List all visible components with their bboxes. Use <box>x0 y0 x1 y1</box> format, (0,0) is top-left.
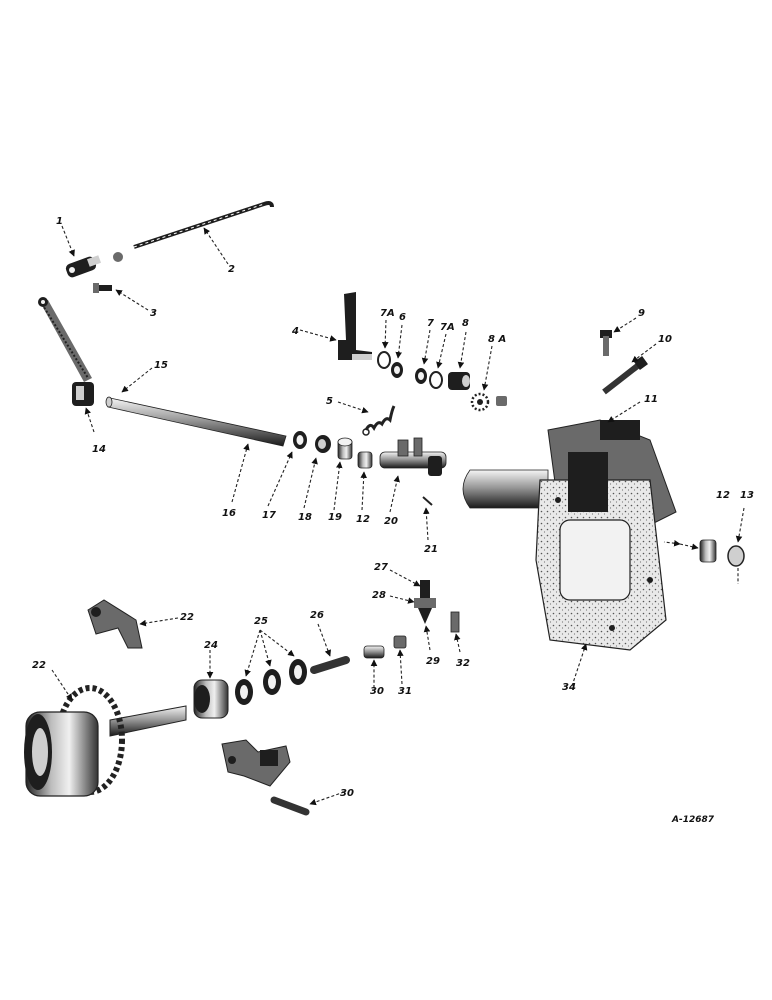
leader-lines <box>51 225 745 806</box>
callout-13: 13 <box>740 490 754 501</box>
part-22-gear-drum <box>24 685 187 797</box>
part-24-bushing <box>193 679 229 719</box>
callout-15: 15 <box>154 360 168 371</box>
part-26-washers <box>235 659 307 705</box>
callout-7a-left: 7A <box>380 308 395 319</box>
part-13-cap <box>727 545 745 567</box>
callout-21: 21 <box>424 544 438 555</box>
callout-1: 1 <box>56 216 63 227</box>
part-2-rod <box>133 201 274 249</box>
part-19-bushing <box>337 437 353 460</box>
callout-29: 29 <box>426 656 440 667</box>
reference-code: A-12687 <box>671 815 715 825</box>
part-11-housing <box>462 419 677 651</box>
callout-14: 14 <box>92 444 106 455</box>
part-27-28-29-fitting <box>414 580 436 624</box>
part-25-cam-dog <box>87 599 143 649</box>
part-18-ring <box>315 435 331 453</box>
part-7a-washer-2 <box>429 371 443 389</box>
callout-10: 10 <box>658 334 672 345</box>
part-5-spring <box>362 405 396 436</box>
callout-25: 25 <box>254 616 268 627</box>
callout-27: 27 <box>374 562 388 573</box>
callout-8a: 8 A <box>488 334 506 345</box>
callout-22-lower: 22 <box>32 660 46 671</box>
part-9-bolt <box>600 330 612 356</box>
callout-24: 24 <box>204 640 218 651</box>
callout-12-right: 12 <box>716 490 730 501</box>
part-10-bolt <box>602 356 648 395</box>
callout-16: 16 <box>222 508 236 519</box>
part-7-washer <box>415 368 427 384</box>
part-21-pin <box>422 496 433 506</box>
callout-labels: 1 2 3 4 7A 6 7 7A 8 8 A 9 10 11 5 15 14 … <box>32 216 754 825</box>
callout-28: 28 <box>372 590 386 601</box>
part-16-shaft <box>105 396 287 447</box>
part-17-washer <box>293 431 307 449</box>
callout-22-upper: 22 <box>180 612 194 623</box>
callout-30-bottom: 30 <box>340 788 354 799</box>
callout-8: 8 <box>462 318 469 329</box>
callout-19: 19 <box>328 512 342 523</box>
part-nut-small <box>113 252 123 262</box>
part-20-cam-shaft <box>379 437 447 476</box>
callout-5: 5 <box>326 396 333 407</box>
callout-12-mid: 12 <box>356 514 370 525</box>
callout-34: 34 <box>562 682 576 693</box>
part-nut-8a <box>496 396 507 406</box>
part-3-bolt <box>93 283 112 293</box>
callout-7: 7 <box>427 318 434 329</box>
callout-30-mid: 30 <box>370 686 384 697</box>
part-7a-washer <box>377 351 391 369</box>
part-12-bushing-right <box>699 539 717 563</box>
callout-6: 6 <box>399 312 406 323</box>
callout-31: 31 <box>398 686 412 697</box>
callout-20: 20 <box>384 516 398 527</box>
callout-18: 18 <box>298 512 312 523</box>
part-4-bracket <box>338 292 372 360</box>
callout-26: 26 <box>310 610 324 621</box>
part-6-ring <box>391 362 403 378</box>
part-pin-26b <box>310 656 350 674</box>
part-8a-gear <box>470 392 490 412</box>
callout-3: 3 <box>150 308 157 319</box>
callout-11: 11 <box>644 394 658 405</box>
part-30-pin <box>270 796 310 816</box>
callout-4: 4 <box>291 326 299 337</box>
callout-7a-right: 7A <box>440 322 455 333</box>
part-31-sleeve <box>393 635 407 649</box>
part-32-bolt <box>450 611 460 633</box>
callout-2: 2 <box>228 264 235 275</box>
part-1-clevis <box>65 255 102 278</box>
part-30-sleeve <box>363 645 385 659</box>
callout-32: 32 <box>456 658 470 669</box>
part-8-collar <box>448 372 470 390</box>
part-14-lever <box>38 297 94 406</box>
part-12-bushing <box>357 451 373 469</box>
callout-17: 17 <box>262 510 276 521</box>
callout-9: 9 <box>638 308 645 319</box>
part-dog-lower <box>221 739 291 787</box>
